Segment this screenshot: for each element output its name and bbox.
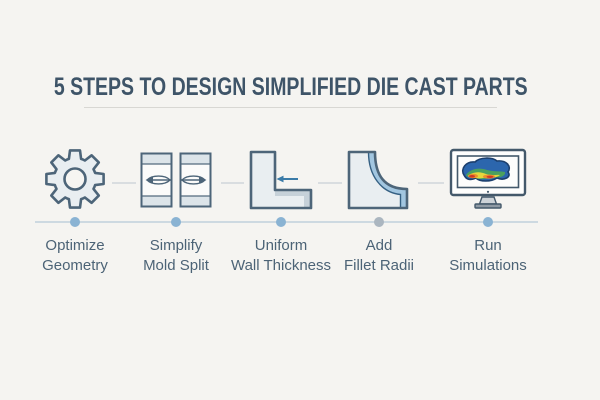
timeline-dot-3 <box>276 217 286 227</box>
step-label-simplify-mold-split: Simplify Mold Split <box>111 236 241 276</box>
timeline-dot-1 <box>70 217 80 227</box>
step-label-line: Uniform <box>254 237 308 254</box>
timeline-dot-5 <box>483 217 493 227</box>
step-label-line: Run <box>474 237 502 254</box>
fillet-radii-icon <box>346 149 412 211</box>
step-label-optimize-geometry: Optimize Geometry <box>10 236 140 276</box>
timeline-dot-2 <box>171 217 181 227</box>
icon-connector-3 <box>318 182 342 184</box>
title-underline <box>84 107 497 108</box>
step-label-line: Geometry <box>42 257 108 274</box>
mold-split-icon <box>140 152 212 208</box>
step-label-line: Simplify <box>149 237 203 254</box>
gear-icon <box>43 147 107 211</box>
timeline-line <box>35 221 538 223</box>
step-label-uniform-wall-thickness: Uniform Wall Thickness <box>216 236 346 276</box>
step-label-line: Wall Thickness <box>230 257 332 274</box>
simulation-monitor-icon <box>449 148 527 212</box>
step-label-line: Simulations <box>449 257 527 274</box>
step-label-line: Add <box>365 237 393 254</box>
icon-connector-2 <box>221 182 244 184</box>
icon-connector-1 <box>112 182 136 184</box>
step-label-line: Mold Split <box>143 257 209 274</box>
wall-thickness-icon <box>248 149 314 211</box>
timeline-dot-4 <box>374 217 384 227</box>
step-label-add-fillet-radii: Add Fillet Radii <box>314 236 444 276</box>
icon-connector-4 <box>418 182 444 184</box>
step-label-run-simulations: Run Simulations <box>423 236 553 276</box>
step-label-line: Optimize <box>45 237 105 254</box>
step-label-line: Fillet Radii <box>343 257 415 274</box>
title-wrap: 5 STEPS TO DESIGN SIMPLIFIED DIE CAST PA… <box>54 70 528 104</box>
page-title: 5 STEPS TO DESIGN SIMPLIFIED DIE CAST PA… <box>53 72 528 101</box>
